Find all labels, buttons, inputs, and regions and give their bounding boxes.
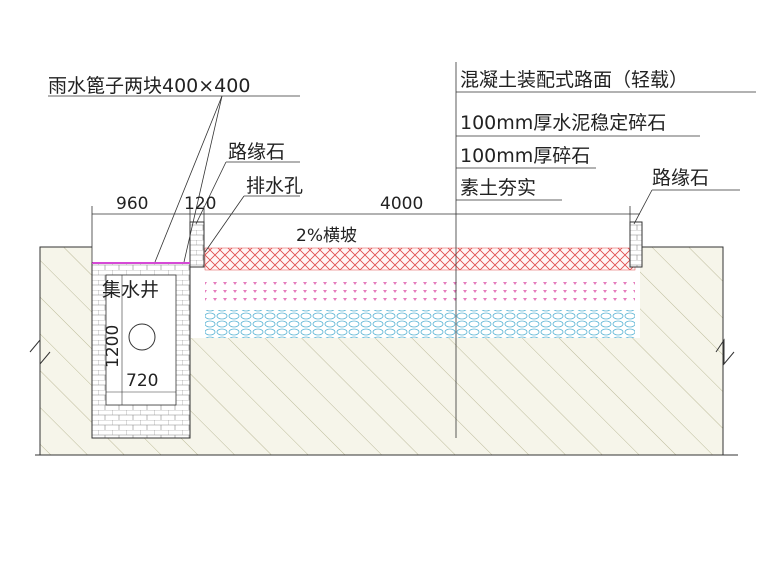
break-mark-left [29,338,51,366]
leader-grate-2 [183,95,223,263]
pavement-label: 混凝土装配式路面（轻载） [460,69,688,91]
curb-right-label: 路缘石 [652,167,709,189]
leader-drain [204,195,245,253]
dim-960: 960 [116,194,148,214]
well-label: 集水井 [102,279,159,301]
break-mark-right [715,338,735,366]
dim-720: 720 [126,371,158,391]
dim-1200: 1200 [103,325,123,368]
grate-label: 雨水篦子两块400×400 [48,75,250,97]
leader-grate-1 [154,95,223,263]
pavement-layer [204,247,636,271]
layer2-label: 100mm厚碎石 [460,145,590,167]
leader-curb-right [633,189,653,225]
leader-curb-left [195,161,227,225]
curb-stone-right [629,221,643,268]
drain-pipe-opening [128,323,156,351]
drain-hole-label: 排水孔 [246,175,303,197]
gravel-layer [205,310,635,338]
cement-stabilized-layer [205,278,635,302]
layer1-label: 100mm厚水泥稳定碎石 [460,112,666,134]
curb-left-label: 路缘石 [228,141,285,163]
layer3-label: 素土夯实 [460,177,536,199]
curb-stone-left [189,221,205,268]
dim-4000: 4000 [380,194,423,214]
slope-label: 2%横坡 [296,226,357,246]
dim-120: 120 [184,194,216,214]
